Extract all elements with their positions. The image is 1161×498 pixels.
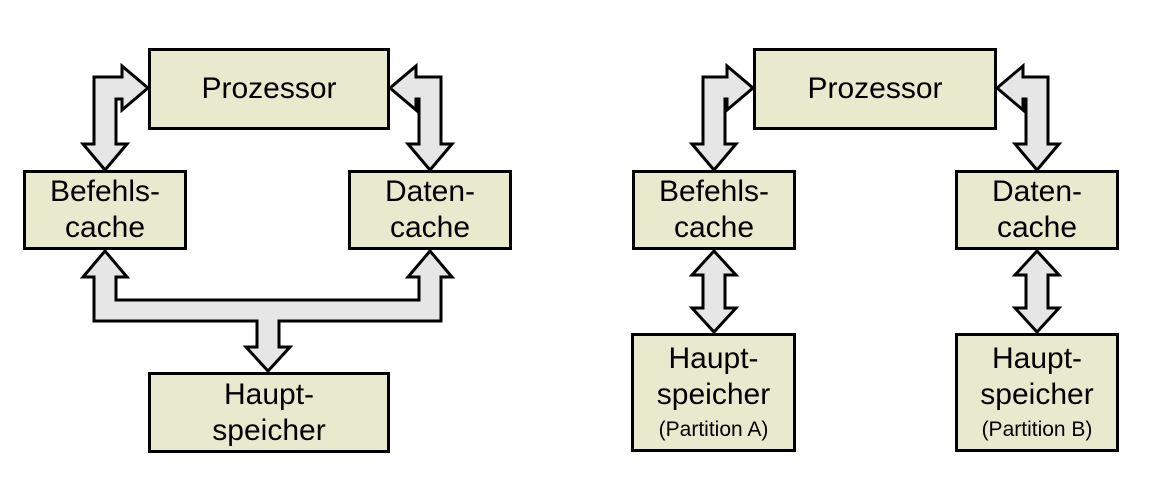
main-memory-a-label-line2: speicher [656,377,771,411]
data-cache-label-line1: Daten- [991,175,1083,208]
arrow-data-cache-partition-b-icon [1011,248,1063,335]
instruction-cache-label-line2: cache [673,211,755,244]
data-cache-label-line1: Daten- [384,175,476,208]
main-memory-b-label-line1: Haupt- [991,341,1083,375]
arrow-processor-instruction-cache-right-icon [688,62,756,173]
arrow-processor-data-cache-right-icon [994,62,1063,173]
main-memory-label-line1: Haupt- [223,377,315,411]
box-processor-right: Prozessor [753,48,997,130]
box-instruction-cache-right: Befehls- cache [632,170,796,250]
main-memory-label-line2: speicher [212,413,326,447]
box-processor-left: Prozessor [148,48,390,130]
arrow-processor-instruction-cache-left-icon [79,62,151,173]
arrow-instruction-cache-partition-a-icon [688,248,740,335]
main-memory-b-partition-note: (Partition B) [981,417,1093,441]
box-main-memory-shared: Haupt- speicher [148,372,390,453]
processor-label: Prozessor [201,72,337,105]
box-main-memory-partition-a: Haupt- speicher (Partition A) [631,333,796,452]
box-instruction-cache-left: Befehls- cache [23,170,187,250]
box-data-cache-right: Daten- cache [955,170,1119,250]
arrow-caches-main-memory-icon [79,248,456,374]
main-memory-a-label-line1: Haupt- [668,341,759,375]
box-data-cache-left: Daten- cache [348,170,512,250]
main-memory-a-partition-note: (Partition A) [658,417,769,441]
data-cache-label-line2: cache [996,211,1078,244]
instruction-cache-label-line2: cache [64,211,146,244]
arrow-processor-data-cache-left-icon [387,62,456,173]
instruction-cache-label-line1: Befehls- [658,175,770,208]
box-main-memory-partition-b: Haupt- speicher (Partition B) [955,333,1119,452]
processor-label: Prozessor [807,72,943,105]
instruction-cache-label-line1: Befehls- [49,175,161,208]
data-cache-label-line2: cache [389,211,471,244]
main-memory-b-label-line2: speicher [980,377,1094,411]
